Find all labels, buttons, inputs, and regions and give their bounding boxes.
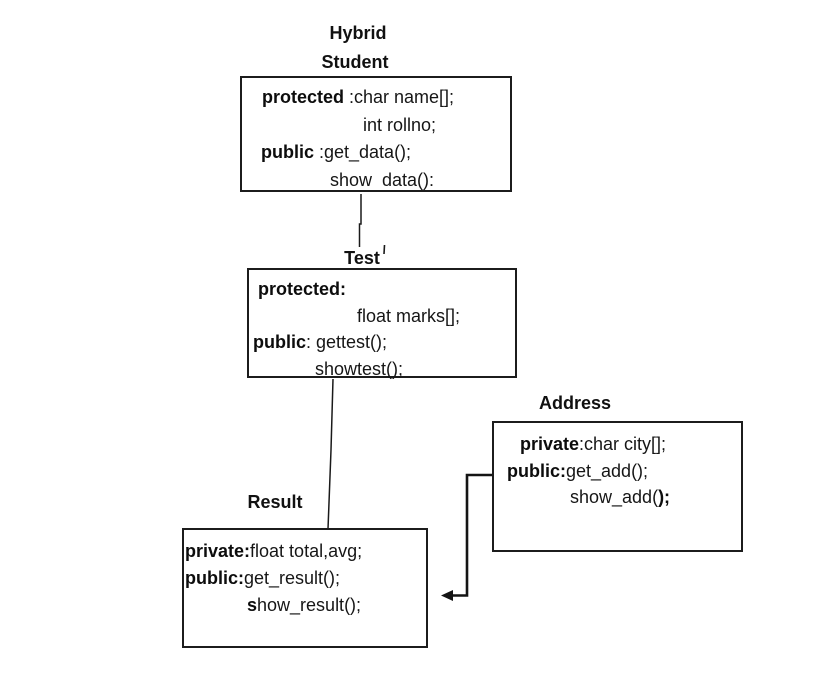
class-box-student: protected :char name[]; int rollno; publ… — [240, 76, 512, 192]
member-text: :get_data(); — [319, 142, 412, 162]
address-member-line: public:get_add(); — [494, 458, 741, 485]
access-keyword: public: — [185, 568, 244, 588]
student-member-line: public :get_data(); — [242, 139, 510, 167]
test-member-line: protected: — [249, 276, 515, 303]
address-result-arrowhead — [441, 590, 453, 601]
member-text: int rollno; — [363, 114, 437, 135]
student-test-connector-line — [358, 194, 362, 247]
result-member-line: show_result(); — [184, 592, 426, 619]
access-keyword: public — [253, 332, 306, 352]
access-keyword: public — [261, 142, 319, 162]
test-result-connector-line — [327, 378, 334, 530]
test-member-line: showtest(); — [249, 356, 515, 383]
class-title-result: Result — [247, 492, 303, 512]
address-member-line: show_add(); — [494, 484, 741, 511]
access-keyword: private — [520, 434, 580, 454]
class-box-test: protected: float marks[]; public: gettes… — [247, 268, 517, 379]
member-text: get_result(); — [244, 568, 341, 588]
diagram-title: Hybrid — [329, 23, 387, 43]
member-text: show_add( — [570, 487, 659, 507]
member-text: :char name[]; — [349, 87, 455, 107]
result-member-line: public:get_result(); — [184, 565, 426, 592]
test-member-line: float marks[]; — [249, 303, 515, 330]
class-box-address: private:char city[]; public:get_add(); s… — [492, 421, 743, 552]
member-text-bold: ); — [658, 487, 671, 507]
access-keyword: public: — [507, 460, 566, 481]
member-text: how_result(); — [257, 595, 362, 615]
member-text: float total,avg; — [250, 541, 363, 561]
member-text: : gettest(); — [306, 332, 388, 352]
class-box-result: private:float total,avg; public:get_resu… — [182, 528, 428, 648]
class-title-test: Test — [344, 248, 380, 268]
student-member-line: show data(): — [242, 167, 510, 195]
access-keyword: protected — [262, 87, 350, 107]
class-title-student: Student — [321, 52, 389, 72]
member-text: showtest(); — [315, 358, 404, 379]
member-text: float marks[]; — [357, 305, 461, 326]
student-member-line: protected :char name[]; — [242, 84, 510, 112]
access-keyword: private: — [185, 541, 251, 561]
member-text-bold: s — [247, 595, 258, 615]
class-title-address: Address — [538, 393, 612, 413]
address-member-line: private:char city[]; — [494, 431, 741, 458]
member-text: show data(): — [330, 169, 435, 190]
member-text: get_add(); — [566, 460, 649, 481]
member-text: :char city[]; — [579, 434, 667, 454]
address-result-arrow-line — [449, 473, 492, 597]
test-member-line: public: gettest(); — [249, 329, 515, 356]
result-member-line: private:float total,avg; — [184, 538, 426, 565]
student-member-line: int rollno; — [242, 112, 510, 140]
access-keyword: protected: — [258, 279, 347, 299]
